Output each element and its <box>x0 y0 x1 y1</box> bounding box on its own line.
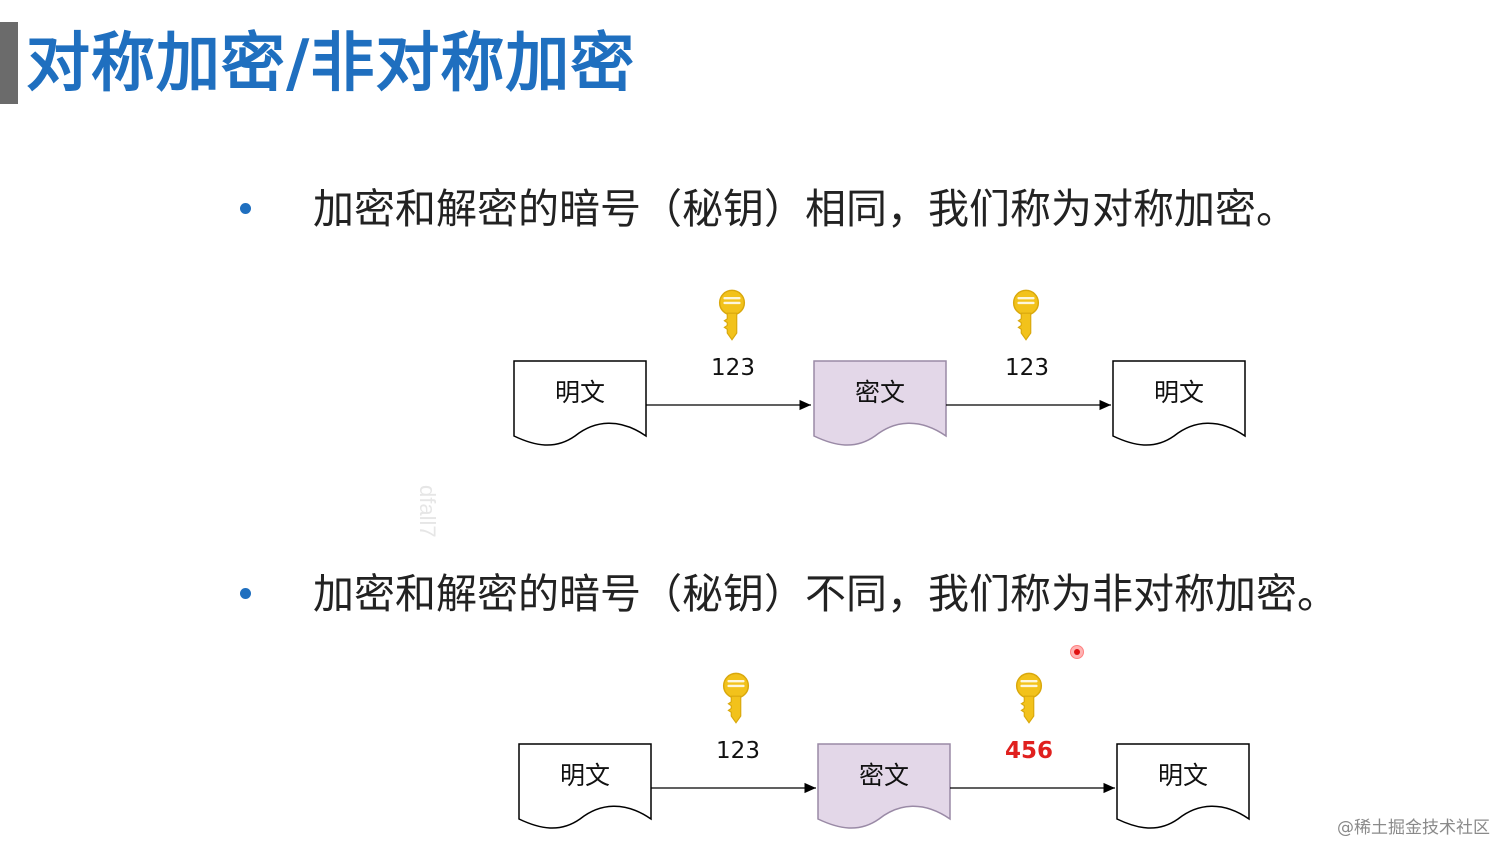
bullet-text-symmetric: 加密和解密的暗号（秘钥）相同，我们称为对称加密。 <box>313 185 1297 233</box>
diagram-asymmetric: 明文 123 密文 456 明文 <box>518 672 1250 829</box>
ciphertext-label: 密文 <box>859 761 909 790</box>
plaintext-right-label: 明文 <box>1154 378 1204 407</box>
plaintext-left-doc <box>518 743 652 829</box>
diagram-symmetric: 明文 123 密文 123 明文 <box>513 289 1246 446</box>
key-icon <box>718 289 746 341</box>
ciphertext-doc <box>817 743 951 829</box>
ciphertext-label: 密文 <box>855 378 905 407</box>
footer-watermark: @稀土掘金技术社区 <box>1337 818 1490 838</box>
bullet-dot <box>240 588 251 599</box>
title-accent-bar <box>0 22 18 104</box>
key-icon <box>1015 672 1043 724</box>
key-icon <box>1012 289 1040 341</box>
key-icon <box>722 672 750 724</box>
ciphertext-doc <box>813 360 947 446</box>
bullet-text-asymmetric: 加密和解密的暗号（秘钥）不同，我们称为非对称加密。 <box>313 570 1338 618</box>
plaintext-left-label: 明文 <box>555 378 605 407</box>
key-left-value: 123 <box>716 738 760 764</box>
laser-pointer <box>1070 645 1084 659</box>
plaintext-right-doc <box>1112 360 1246 446</box>
plaintext-right-label: 明文 <box>1158 761 1208 790</box>
plaintext-left-doc <box>513 360 647 446</box>
key-right-value: 123 <box>1005 355 1049 381</box>
key-right-value: 456 <box>1005 738 1053 764</box>
plaintext-right-doc <box>1116 743 1250 829</box>
plaintext-left-label: 明文 <box>560 761 610 790</box>
bullet-dot <box>240 203 251 214</box>
slide-title: 对称加密/非对称加密 <box>26 27 636 101</box>
key-left-value: 123 <box>711 355 755 381</box>
